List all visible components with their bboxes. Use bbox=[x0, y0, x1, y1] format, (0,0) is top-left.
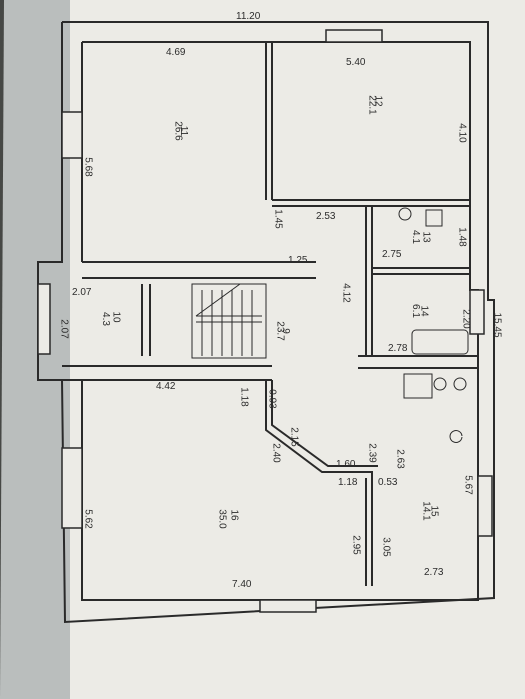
dimension-label: 0.53 bbox=[378, 477, 398, 488]
dimension-label: 2.73 bbox=[424, 567, 444, 578]
dimension-label: 2.75 bbox=[382, 249, 402, 260]
dimension-label: 2.63 bbox=[394, 449, 406, 469]
dimension-label: 0.93 bbox=[266, 389, 278, 409]
room-area: 26.6 bbox=[172, 121, 184, 141]
dimension-label: 5.67 bbox=[462, 475, 474, 495]
dimension-label: 1.18 bbox=[238, 387, 250, 407]
dimension-label: 2.78 bbox=[388, 343, 408, 354]
room-area: 4.1 bbox=[409, 230, 421, 244]
fixtures bbox=[398, 207, 469, 443]
partitions bbox=[62, 42, 478, 586]
room-number: 10 bbox=[110, 311, 122, 323]
room-area: 6.1 bbox=[409, 304, 421, 318]
room-area: 4.3 bbox=[99, 312, 111, 326]
dimension-label: 2.07 bbox=[58, 319, 70, 339]
overall-depth: 15.45 bbox=[491, 312, 503, 338]
overall-width: 11.20 bbox=[236, 11, 261, 22]
dimension-label: 1.45 bbox=[272, 209, 284, 229]
dimension-label: 5.40 bbox=[346, 57, 366, 68]
room-area: 22.1 bbox=[366, 95, 378, 115]
dimension-label: 2.95 bbox=[350, 535, 362, 555]
dimension-label: 7.40 bbox=[232, 579, 252, 590]
dimension-label: 2.53 bbox=[316, 211, 336, 222]
dimension-label: 4.10 bbox=[456, 123, 468, 143]
stairs bbox=[191, 283, 267, 359]
dimension-label: 4.42 bbox=[156, 381, 176, 392]
dimension-label: 4.69 bbox=[166, 47, 186, 58]
dimension-label: 2.39 bbox=[366, 443, 378, 463]
dimension-label: 3.05 bbox=[380, 537, 392, 557]
shadow bbox=[0, 0, 70, 699]
room-area: 35.0 bbox=[216, 509, 228, 529]
dimension-label: 2.07 bbox=[72, 287, 92, 298]
dimension-label: 1.48 bbox=[456, 227, 468, 247]
room-area: 23.7 bbox=[274, 321, 286, 341]
dimension-label: 2.40 bbox=[270, 443, 282, 463]
dimension-label: 1.60 bbox=[336, 459, 356, 470]
dimension-label: 4.12 bbox=[340, 283, 352, 303]
dimension-label: 2.20 bbox=[460, 309, 472, 329]
room-area: 14.1 bbox=[420, 501, 432, 521]
dimension-label: 2.15 bbox=[288, 427, 300, 447]
dimension-label: 5.68 bbox=[82, 157, 94, 177]
dimension-label: 1.18 bbox=[338, 477, 358, 488]
dimension-label: 1.25 bbox=[288, 255, 308, 266]
room-number: 16 bbox=[228, 509, 240, 521]
windows bbox=[37, 29, 493, 613]
dimension-label: 5.62 bbox=[82, 509, 94, 529]
room-number: 13 bbox=[420, 231, 432, 243]
